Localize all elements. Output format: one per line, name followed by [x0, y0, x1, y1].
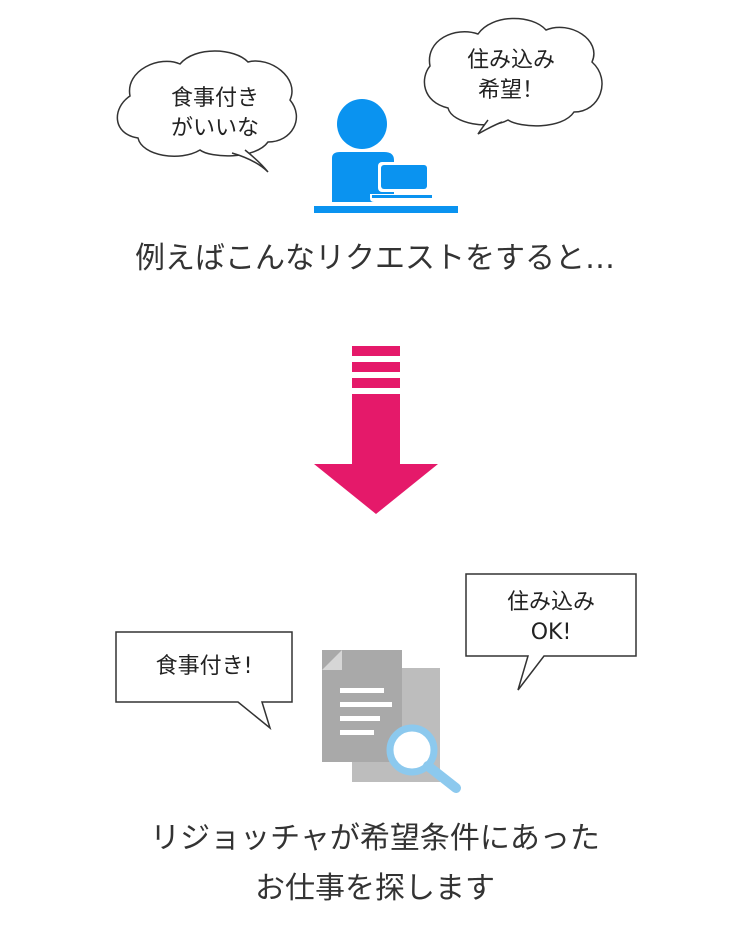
bottom-caption-line2: お仕事を探します — [255, 871, 495, 906]
bottom-caption: リジョッチャが希望条件にあった お仕事を探します — [0, 814, 750, 914]
document-search-icon — [322, 650, 461, 793]
bubble-right-line2: 希望！ — [477, 78, 544, 103]
box-right-text: 住み込み OK! — [466, 588, 636, 648]
bottom-caption-line1: リジョッチャが希望条件にあった — [150, 821, 600, 856]
bubble-right-text: 住み込み 希望！ — [436, 46, 586, 106]
speech-box-right — [465, 573, 637, 691]
box-left-text: 食事付き! — [155, 654, 253, 679]
bubble-left-text: 食事付き がいいな — [140, 84, 290, 144]
box-right-line1: 住み込み — [506, 590, 595, 615]
top-caption: 例えばこんなリクエストをすると… — [135, 241, 615, 276]
speech-box-left — [115, 631, 293, 731]
thought-bubble-left — [116, 50, 298, 173]
down-arrow-icon — [314, 346, 438, 514]
bubble-right-line1: 住み込み — [466, 48, 555, 73]
person-laptop-icon — [314, 99, 458, 213]
box-right-line2: OK! — [530, 620, 572, 645]
bubble-left-line2: がいいな — [170, 116, 259, 141]
thought-bubble-right — [423, 17, 603, 135]
bubble-left-line1: 食事付き — [170, 86, 259, 111]
